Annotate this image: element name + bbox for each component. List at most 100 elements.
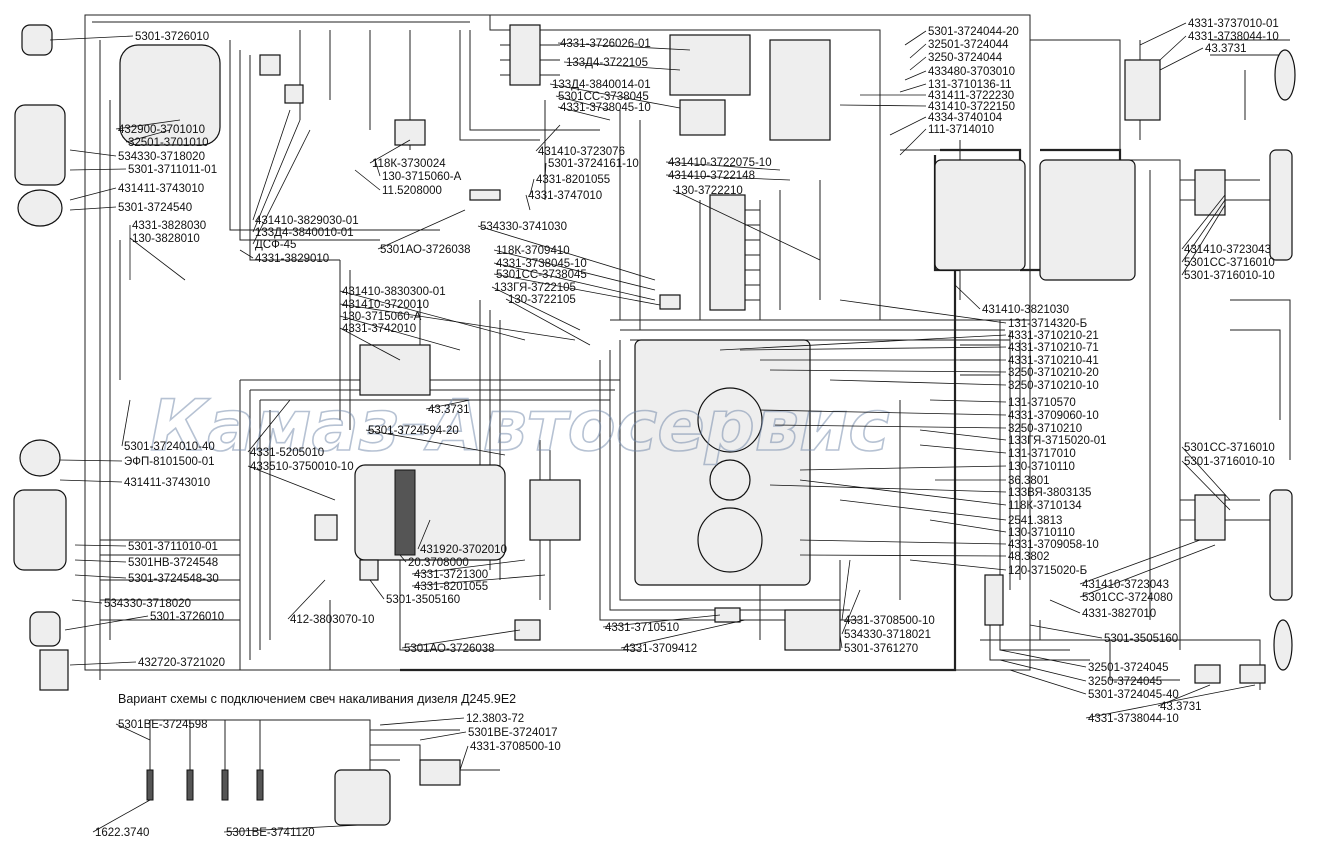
- part-number-label: 130-3722210: [675, 185, 743, 197]
- part-number-label: 3250-3724044: [928, 52, 1003, 64]
- leader-line: [799, 554, 1007, 557]
- part-number-label: 5301-3716010-10: [1184, 270, 1275, 282]
- part-number-label: 120-3715020-Б: [1008, 565, 1087, 577]
- leader-line: [74, 559, 127, 563]
- part-number-label: 431410-3821030: [982, 304, 1069, 316]
- part-number-label: 432900-3701010: [118, 124, 205, 136]
- relay-133d4: [679, 99, 726, 136]
- relay-8201055: [529, 479, 581, 541]
- part-number-label: 5301СС-3716010: [1184, 442, 1275, 454]
- part-number-label: 5301-3724540: [118, 202, 192, 214]
- leader-line: [841, 559, 851, 621]
- leader-line: [369, 579, 385, 600]
- part-number-label: 4331-3828030: [132, 220, 206, 232]
- leader-line: [665, 174, 791, 181]
- leader-line: [839, 299, 1007, 324]
- part-number-label: 5301АО-3726038: [380, 244, 471, 256]
- leader-line: [69, 168, 127, 171]
- leader-line: [829, 379, 1007, 386]
- part-number-label: 431410-3830300-01: [342, 286, 446, 298]
- part-number-label: 5301СС-3738045: [558, 91, 649, 103]
- leader-line: [1159, 35, 1187, 61]
- part-number-label: 5301-3711010-01: [128, 541, 218, 553]
- part-number-label: 5301-3724161-10: [548, 158, 639, 170]
- part-number-label: 3250-3710210: [1008, 423, 1082, 435]
- part-number-label: 5301АО-3726038: [404, 643, 495, 655]
- leader-line: [287, 579, 326, 620]
- leader-line: [1181, 194, 1226, 250]
- leader-line: [672, 189, 821, 261]
- leader-line: [954, 284, 981, 310]
- part-number-label: 4331-3710210-41: [1008, 355, 1099, 367]
- leader-line: [557, 106, 611, 121]
- sensor-3827010: [984, 574, 1004, 626]
- part-number-label: 5301-3724594-20: [368, 425, 459, 437]
- leader-line: [1139, 22, 1187, 46]
- part-number-label: ЭФП-8101500-01: [124, 456, 215, 468]
- leader-line: [889, 116, 927, 136]
- leader-line: [252, 109, 291, 221]
- leader-line: [839, 634, 843, 649]
- part-number-label: 130-3828010: [132, 233, 200, 245]
- switch-3726038: [514, 619, 541, 641]
- part-number-label: 43.3731: [428, 404, 470, 416]
- leader-line: [92, 799, 151, 833]
- leader-line: [425, 399, 471, 410]
- part-number-label: 5301-3724045-40: [1088, 689, 1179, 701]
- part-number-label: 131-3714320-Б: [1008, 318, 1087, 330]
- switch-3710510: [714, 607, 741, 623]
- lamp-43-3731-a: [1194, 664, 1221, 684]
- part-number-label: 32501-3701010: [128, 137, 209, 149]
- part-number-label: 133Д4-3840014-01: [552, 79, 651, 91]
- leader-line: [399, 554, 407, 563]
- part-number-label: 5301-3724548-30: [128, 573, 219, 585]
- part-number-label: 11.5208000: [382, 185, 442, 197]
- part-number-label: 4331-3710210-21: [1008, 330, 1099, 342]
- relay-4331: [669, 34, 751, 96]
- part-number-label: 118К-3730024: [372, 158, 446, 170]
- leader-line: [739, 346, 1007, 351]
- part-number-label: 4331-3710210-71: [1008, 342, 1099, 354]
- part-number-label: 5301-3761270: [844, 643, 918, 655]
- switch-3738045: [659, 294, 681, 310]
- leader-line: [64, 615, 149, 631]
- rear-lamp-right: [1269, 149, 1293, 261]
- part-number-label: 431410-3722148: [668, 170, 755, 182]
- part-number-label: 4334-3740104: [928, 112, 1003, 124]
- glow-plug-2: [186, 769, 194, 801]
- leader-line: [1181, 199, 1226, 263]
- glow-plug-1: [146, 769, 154, 801]
- part-number-label: 5301-3726010: [135, 31, 209, 43]
- part-number-label: 534330-3718020: [104, 598, 191, 610]
- leader-line: [69, 206, 117, 211]
- ground-switch: [1124, 59, 1161, 121]
- leader-line: [252, 119, 301, 233]
- horn-relay: [39, 649, 69, 691]
- leader-line: [563, 61, 681, 71]
- part-number-label: 32501-3724045: [1088, 662, 1169, 674]
- sensor-5205010: [314, 514, 338, 541]
- rear-lamp-left: [1269, 489, 1293, 601]
- sensor-3: [394, 119, 426, 146]
- part-number-label: 4331-3709412: [623, 643, 697, 655]
- leader-line: [909, 559, 1007, 571]
- leader-line: [505, 298, 591, 346]
- starter-motor: [354, 464, 506, 561]
- leader-line: [549, 83, 681, 109]
- leader-line: [719, 334, 1007, 351]
- leader-line: [665, 161, 781, 171]
- sensor-1: [259, 54, 281, 76]
- part-number-label: 5301СС-3724080: [1082, 592, 1173, 604]
- part-number-label: 43.3731: [1205, 43, 1247, 55]
- leader-line: [899, 128, 927, 156]
- part-number-label: 4331-3709060-10: [1008, 410, 1099, 422]
- leader-line: [411, 574, 546, 587]
- leader-line: [919, 444, 1007, 454]
- part-number-label: 3250-3710210-10: [1008, 380, 1099, 392]
- leader-line: [252, 129, 311, 245]
- leader-line: [909, 56, 927, 71]
- relay-block: [359, 344, 431, 396]
- leader-line: [557, 42, 691, 51]
- leader-line: [459, 745, 469, 771]
